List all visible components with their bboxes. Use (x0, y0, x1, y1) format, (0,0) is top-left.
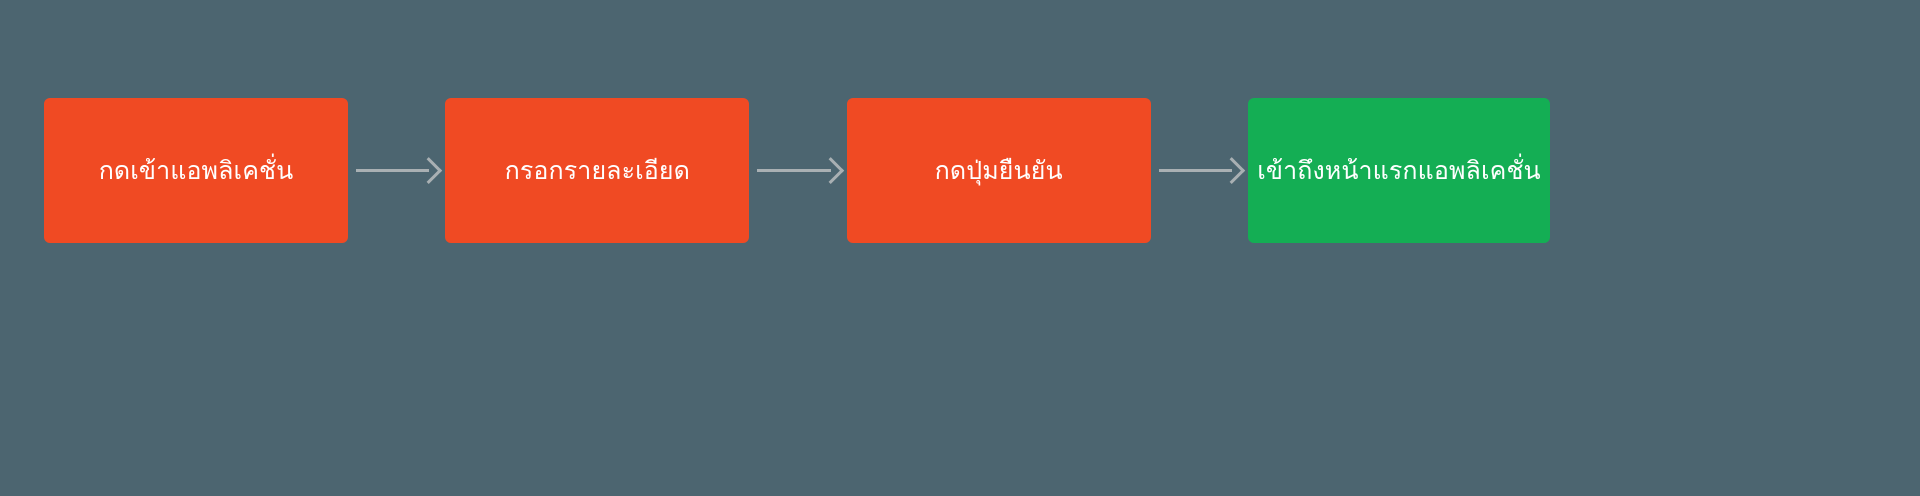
flowchart-sequence: กดเข้าแอพลิเคชั่น กรอกรายละเอียด กดปุ่มย… (44, 98, 1550, 243)
flow-connector-arrow-3 (1151, 98, 1248, 243)
flow-node-label: กดปุ่มยืนยัน (934, 155, 1063, 185)
arrow-line-icon (356, 169, 430, 172)
flow-connector-arrow-1 (348, 98, 445, 243)
arrow-line-icon (1158, 169, 1232, 172)
flow-node-label: เข้าถึงหน้าแรกแอพลิเคชั่น (1257, 155, 1541, 185)
flow-node-label: กดเข้าแอพลิเคชั่น (98, 155, 294, 185)
flow-node-step-3[interactable]: กดปุ่มยืนยัน (846, 98, 1151, 243)
flow-node-step-1[interactable]: กดเข้าแอพลิเคชั่น (44, 98, 348, 243)
flow-connector-arrow-2 (749, 98, 846, 243)
arrow-right-icon (1218, 156, 1246, 184)
flow-node-label: กรอกรายละเอียด (504, 155, 690, 185)
arrow-line-icon (757, 169, 831, 172)
flow-node-step-4[interactable]: เข้าถึงหน้าแรกแอพลิเคชั่น (1247, 98, 1550, 243)
arrow-right-icon (415, 156, 443, 184)
flow-node-step-2[interactable]: กรอกรายละเอียด (445, 98, 750, 243)
arrow-right-icon (816, 156, 844, 184)
